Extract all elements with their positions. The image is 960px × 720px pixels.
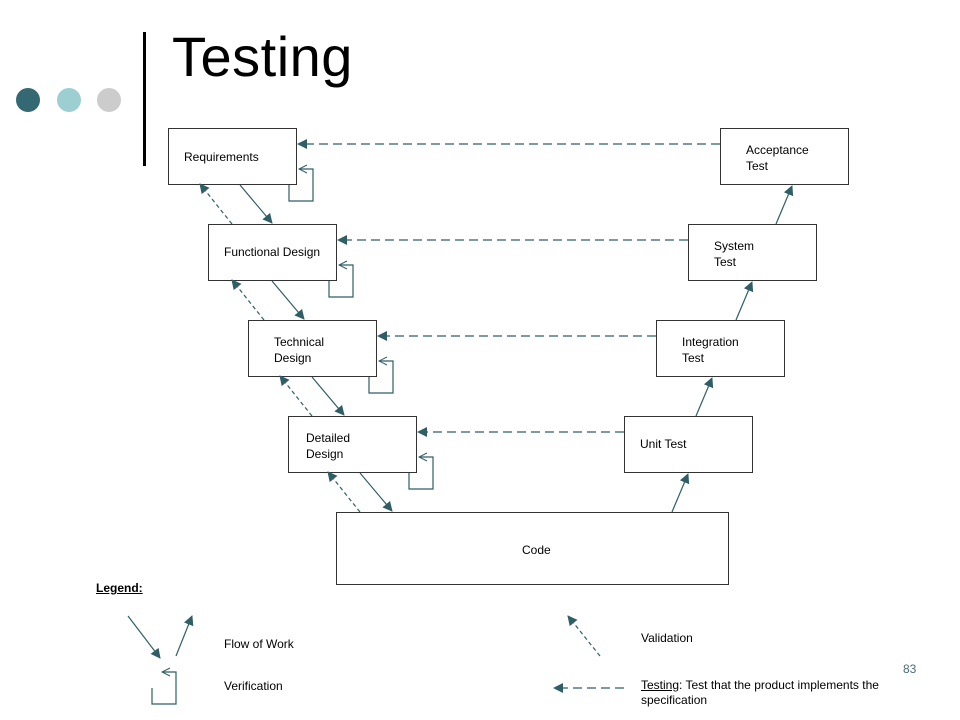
validation-arrow [231,279,265,321]
verification-loop [288,169,314,202]
system-test-label: System Test [714,239,755,269]
detailed-design-box: Detailed Design [288,416,417,473]
decor-dot-dark [16,88,40,112]
legend-verification-loop [151,672,177,705]
validation-arrow [327,471,361,513]
legend-testing-label: Testing [641,678,680,692]
flow-arrow [775,185,794,225]
page-number: 83 [903,662,917,676]
legend-verification: Verification [224,679,283,693]
flow-arrow [359,472,393,512]
acceptance-test-label: Acceptance Test [746,143,809,173]
technical-design-box: Technical Design [248,320,377,377]
flow-arrow [271,280,305,320]
flow-arrow [239,184,273,224]
integration-test-label: Integration Test [682,335,739,365]
code-box: Code [336,512,729,585]
verification-loop [328,265,354,298]
unit-test-box: Unit Test [624,416,753,473]
flow-arrow [671,473,690,513]
decor-dot-gray [97,88,121,112]
code-label: Code [522,543,551,557]
legend-validation-arrow [567,615,601,657]
detailed-design-label: Detailed Design [306,431,351,461]
unit-test-label: Unit Test [640,437,687,451]
integration-test-box: Integration Test [656,320,785,377]
title-divider [143,32,146,166]
verification-loop [408,457,434,490]
legend-flow-up-arrow [175,615,194,657]
flow-arrow [695,377,714,417]
legend-flow-down-arrow [127,615,161,659]
page-title: Testing [172,25,353,88]
requirements-label: Requirements [184,150,259,164]
decor-dot-teal [57,88,81,112]
requirements-box: Requirements [168,128,297,185]
technical-design-label: Technical Design [274,335,325,365]
flow-arrow [311,376,345,416]
flow-arrow [735,281,754,321]
verification-loop [368,361,394,394]
legend-testing-desc: : Test that the product implements the s… [641,678,879,707]
legend-validation: Validation [641,631,693,645]
legend-testing: Testing: Test that the product implement… [641,678,901,708]
validation-arrow [279,375,313,417]
validation-arrow [199,183,233,225]
functional-design-box: Functional Design [208,224,337,281]
legend-flow-of-work: Flow of Work [224,637,294,651]
legend-title: Legend: [96,581,143,595]
functional-design-label: Functional Design [224,245,321,259]
acceptance-test-box: Acceptance Test [720,128,849,185]
system-test-box: System Test [688,224,817,281]
